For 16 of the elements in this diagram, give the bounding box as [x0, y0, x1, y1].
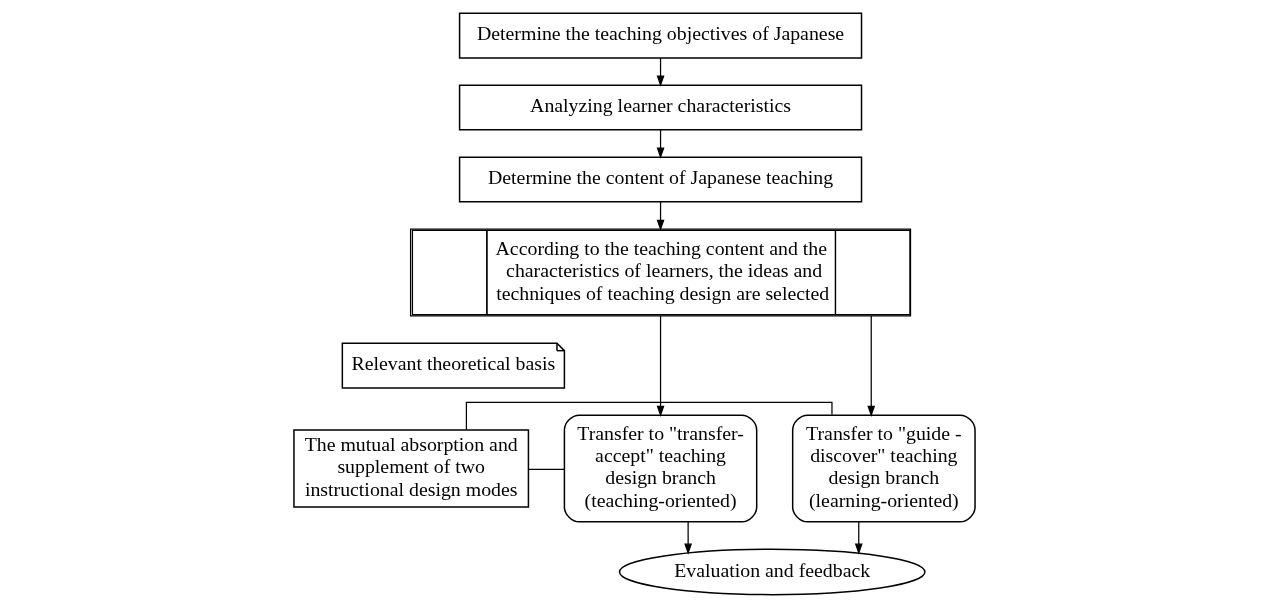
- arrow: [656, 315, 664, 417]
- node-box: Determine the teaching objectives of Japanese: [458, 12, 862, 59]
- node-ellipse: Evaluation and feedback: [618, 548, 926, 596]
- node-box: The mutual absorption and supplement of two instructional design modes: [292, 429, 529, 508]
- arrow: [656, 129, 664, 159]
- connector: [465, 401, 833, 431]
- arrow: [683, 521, 692, 555]
- arrow: [866, 315, 875, 417]
- arrow: [854, 521, 863, 555]
- node-box: Transfer to "guide - discover" teaching design branch (learning-oriented): [791, 414, 976, 523]
- node-box: Determine the content of Japanese teaching: [458, 156, 862, 203]
- arrow: [656, 57, 664, 87]
- node-box: Analyzing learner characteristics: [458, 84, 862, 131]
- connector: [527, 468, 565, 471]
- node-box: Transfer to "transfer-accept" teaching design branch (teaching-oriented): [563, 414, 757, 523]
- arrow: [656, 201, 664, 231]
